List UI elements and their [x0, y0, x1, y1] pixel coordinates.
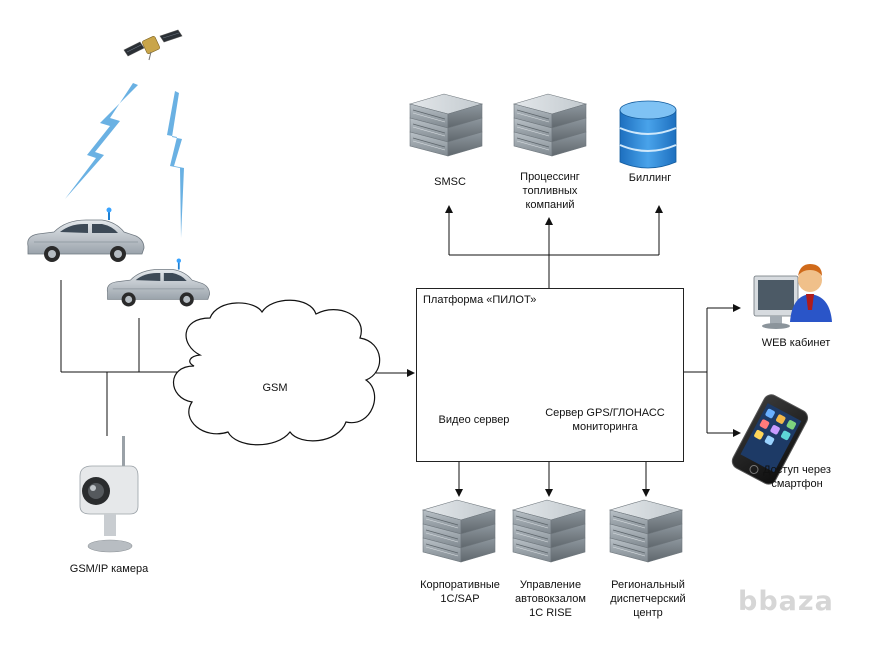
server-icon [609, 499, 683, 563]
car-icon [106, 258, 211, 307]
gps-server-label: Сервер GPS/ГЛОНАСС мониторинга [545, 407, 665, 433]
lightning-icon [167, 91, 184, 238]
corporate-label: Корпоративные 1С/SAP [420, 579, 500, 605]
database-icon [619, 100, 677, 169]
smartphone-access-label: Доступ через смартфон [763, 464, 831, 490]
gsm-label: GSM [262, 382, 288, 394]
regional-center-label: Региональный диспетчерский центр [610, 579, 686, 619]
satellite-icon [123, 29, 183, 61]
platform-title: Платформа «ПИЛОТ» [423, 294, 537, 306]
lightning-icon [65, 83, 138, 199]
user-at-computer-icon [753, 264, 832, 329]
smsc-label: SMSC [434, 176, 466, 188]
fuel-processing-label: Процессинг топливных компаний [520, 171, 580, 211]
watermark: bbaza [738, 586, 834, 617]
car-icon [27, 207, 145, 263]
server-icon [513, 93, 587, 157]
server-icon [409, 93, 483, 157]
web-cabinet-label: WEB кабинет [761, 337, 831, 349]
smartphone-icon [731, 394, 809, 485]
camera-label: GSM/IP камера [69, 563, 149, 575]
video-server-label: Видео сервер [438, 414, 510, 426]
billing-label: Биллинг [628, 172, 672, 184]
server-icon [512, 499, 586, 563]
platform-box [416, 288, 684, 462]
server-icon [422, 499, 496, 563]
cloud-icon [172, 299, 381, 446]
ip-camera-icon [79, 436, 139, 553]
connection-lines [60, 205, 741, 497]
bus-station-label: Управление автовокзалом 1С RISE [515, 579, 586, 619]
